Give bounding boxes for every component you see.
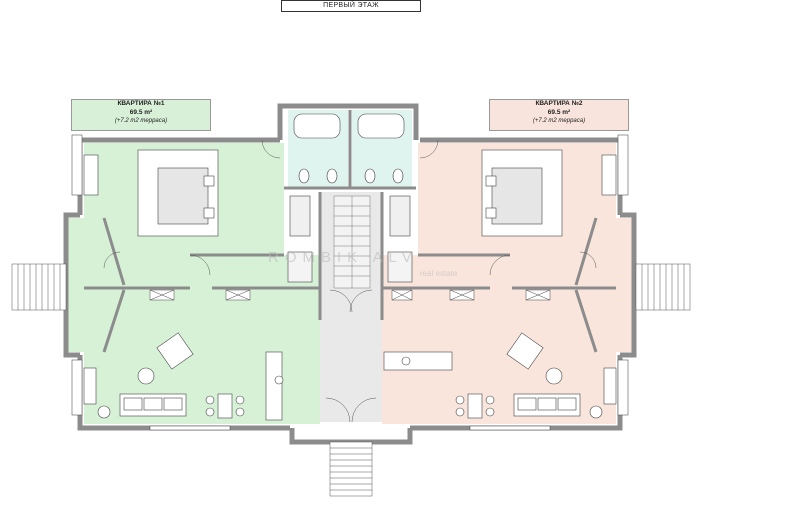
watermark-subtext: real estate [420,269,458,278]
apt1-kitchen-counter [265,351,283,421]
apt2-corridor [382,255,578,291]
apt2-furniture [357,113,617,419]
apartment-2-name: КВАРТИРА №2 [535,100,583,107]
windows [71,134,629,431]
wardrobes [149,289,551,301]
exterior-stairs [11,263,691,497]
apartment-2-label: КВАРТИРА №2 69.5 m² (+7.2 m2 терраса) [489,99,629,131]
floor-title: ПЕРВЫЙ ЭТАЖ [281,0,421,12]
apartment-2-terrace: (+7.2 m2 терраса) [532,118,586,124]
apartment-1-terrace: (+7.2 m2 терраса) [114,118,168,124]
apt2-kitchen-counter [383,351,453,371]
apt1-armchair [156,332,194,370]
apt1-terrace-bay [68,218,124,352]
apt1-corridor [124,255,320,291]
apt2-terrace-bay [576,218,632,352]
watermark: ROMBIK ALV [268,249,418,266]
apartment-1-name: КВАРТИРА №1 [117,100,165,107]
apartment-1-label: КВАРТИРА №1 69.5 m² (+7.2 m2 терраса) [71,99,211,131]
doors [103,139,597,423]
apartment-1-area: 69.5 m² [129,108,153,116]
inner-walls [84,110,616,353]
stair-flight [333,195,371,289]
apt1-furniture [83,113,341,421]
apt2-armchair [506,332,544,370]
apartment-2-area: 69.5 m² [547,108,571,116]
